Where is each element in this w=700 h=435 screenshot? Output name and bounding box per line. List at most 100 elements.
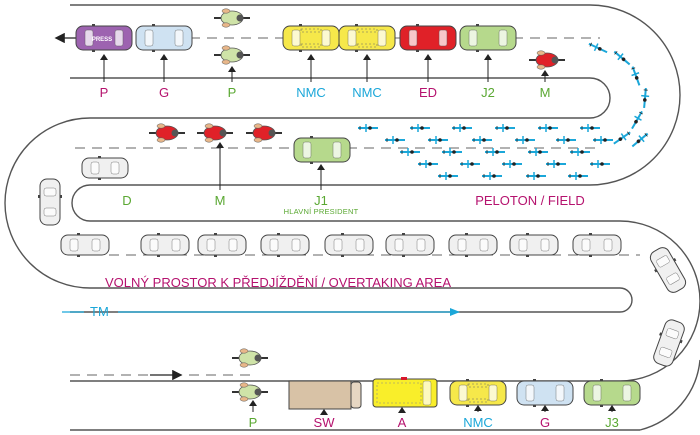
- curve-car-right-1: [649, 247, 687, 293]
- peloton-rider-8: [428, 136, 448, 144]
- m-moto-mid-2: [197, 123, 233, 143]
- peloton-rider-12: [593, 136, 613, 144]
- p-moto-top-2: [214, 45, 250, 65]
- overtaking-car-1: [60, 233, 110, 257]
- label-bot-p: P: [248, 415, 258, 430]
- peloton-rider-2: [410, 124, 430, 132]
- vehicles: PRESS: [38, 8, 687, 410]
- j3-car: [583, 379, 641, 407]
- curve-car-right-2: [653, 319, 685, 367]
- ambulance-a: [372, 377, 438, 408]
- svg-text:PRESS: PRESS: [92, 37, 112, 43]
- label-mid-j1: J1: [314, 193, 328, 208]
- overtaking-car-6: [385, 233, 435, 257]
- ptr-bot-g-head: [541, 405, 549, 411]
- g-car-bot: [516, 379, 574, 407]
- label-bot-nmc: NMC: [463, 415, 493, 430]
- sw-truck: [288, 380, 362, 410]
- ptr-top-p-head: [100, 54, 108, 60]
- j2-car: [459, 24, 517, 52]
- label-top-p-moto: P: [227, 85, 237, 100]
- p-moto-bot-1: [232, 348, 268, 368]
- peloton-rider-19: [460, 160, 480, 168]
- m-moto-mid-1: [149, 123, 185, 143]
- peloton-rider-10: [515, 136, 535, 144]
- peloton-rider-17: [570, 148, 590, 156]
- ptr-top-m-head: [541, 70, 549, 76]
- ptr-bot-sw-head: [320, 409, 328, 415]
- label-top-g: G: [158, 85, 170, 100]
- ptr-top-p2-head: [228, 66, 236, 72]
- peloton-rider-6: [580, 124, 600, 132]
- overtaking-car-3: [197, 233, 247, 257]
- curve-rider-2: [613, 50, 631, 66]
- p-moto-top-1: [214, 8, 250, 28]
- g-car-top: [135, 24, 193, 52]
- label-top-j2: J2: [481, 85, 495, 100]
- nmc-car-top-2: [338, 24, 396, 52]
- label-tm: TM: [90, 304, 109, 319]
- ptr-top-g-head: [160, 54, 168, 60]
- label-top-nmc-1: NMC: [296, 85, 326, 100]
- peloton-rider-23: [438, 172, 458, 180]
- ptr-top-nmc2-head: [363, 54, 371, 60]
- ptr-top-nmc1-head: [307, 54, 315, 60]
- label-bot-g: G: [539, 415, 551, 430]
- ptr-bot-nmc-head: [474, 405, 482, 411]
- overtaking-car-5: [324, 233, 374, 257]
- nmc-car-top-1: [282, 24, 340, 52]
- curve-rider-7: [631, 132, 649, 148]
- peloton-rider-21: [546, 160, 566, 168]
- j1-car: [293, 136, 351, 164]
- label-peloton: PELOTON / FIELD: [475, 193, 585, 208]
- pointer-arrows: [100, 54, 616, 415]
- curve-rider-1: [588, 42, 608, 54]
- label-mid-m: M: [214, 193, 226, 208]
- nmc-car-bot: [449, 379, 507, 407]
- label-top-p-press: P: [99, 85, 109, 100]
- overtaking-car-4: [260, 233, 310, 257]
- peloton-rider-14: [442, 148, 462, 156]
- curve-rider-5: [631, 110, 643, 130]
- ptr-bot-j3-head: [608, 405, 616, 411]
- road-bottom-curve: [639, 359, 700, 431]
- peloton-rider-13: [400, 148, 420, 156]
- peloton-rider-1: [358, 124, 378, 132]
- peloton-rider-15: [485, 148, 505, 156]
- label-overtaking-area: VOLNÝ PROSTOR K PŘEDJÍŽDĚNÍ / OVERTAKING…: [104, 275, 452, 290]
- peloton-rider-16: [528, 148, 548, 156]
- curve-car-left: [38, 178, 62, 226]
- label-top-ed: ED: [418, 85, 438, 100]
- peloton-rider-5: [538, 124, 558, 132]
- peloton-rider-18: [418, 160, 438, 168]
- label-mid-d: D: [122, 193, 132, 208]
- ptr-top-ed-head: [424, 54, 432, 60]
- peloton-rider-7: [385, 136, 405, 144]
- ed-car: [399, 24, 457, 52]
- curve-rider-4: [641, 87, 650, 109]
- m-moto-top: [529, 50, 565, 70]
- peloton-rider-20: [502, 160, 522, 168]
- curve-rider-3: [631, 66, 641, 86]
- peloton-rider-3: [452, 124, 472, 132]
- label-top-nmc-2: NMC: [352, 85, 382, 100]
- road: [4, 4, 700, 431]
- peloton-rider-22: [590, 160, 610, 168]
- peloton-rider-25: [526, 172, 546, 180]
- p-moto-bot-2: [232, 382, 268, 402]
- peloton-rider-24: [482, 172, 502, 180]
- peloton-rider-11: [556, 136, 576, 144]
- peloton-rider-26: [568, 172, 588, 180]
- overtaking-car-7: [448, 233, 498, 257]
- d-car: [81, 156, 129, 180]
- tm-arrowhead: [450, 308, 460, 316]
- ptr-mid-j1-head: [317, 164, 325, 170]
- label-j1-subtitle: HLAVNÍ PRESIDENT: [283, 207, 359, 216]
- label-top-m: M: [539, 85, 551, 100]
- label-bot-sw: SW: [313, 415, 335, 430]
- m-moto-mid-3: [246, 123, 282, 143]
- overtaking-car-9: [572, 233, 622, 257]
- ptr-mid-m-head: [216, 142, 224, 148]
- peloton-rider-4: [495, 124, 515, 132]
- label-bot-a: A: [397, 415, 407, 430]
